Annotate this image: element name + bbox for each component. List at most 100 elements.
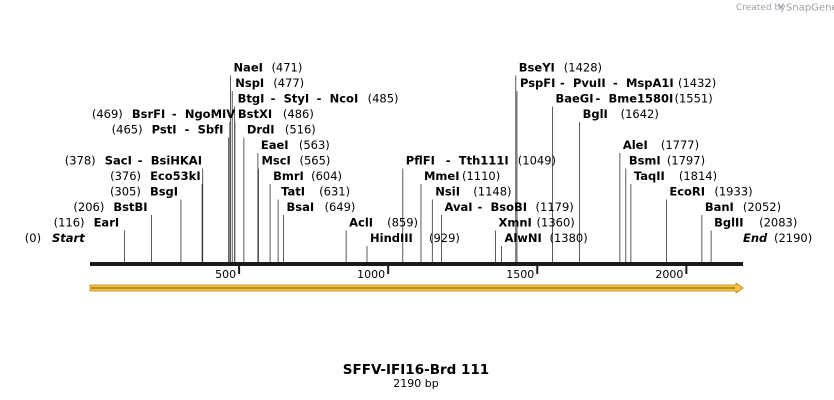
enzyme-name: TatI bbox=[281, 185, 305, 199]
site-position: (477) bbox=[273, 76, 304, 90]
tick-label-2000: 2000 bbox=[655, 268, 683, 281]
site-label-eari[interactable]: (116)EarI bbox=[54, 216, 120, 230]
name-separator: - bbox=[317, 92, 322, 106]
enzyme-name: NgoMIV bbox=[185, 107, 235, 121]
site-label-bani[interactable]: BanI(2052) bbox=[705, 200, 781, 214]
enzyme-name: PflFI bbox=[406, 154, 435, 168]
site-position: (378) bbox=[65, 154, 96, 168]
site-label-eco53ki[interactable]: (376)Eco53kI bbox=[110, 169, 201, 183]
site-position: (1380) bbox=[549, 231, 587, 245]
name-separator: - bbox=[271, 92, 276, 106]
site-label-eaei[interactable]: EaeI(563) bbox=[261, 138, 330, 152]
enzyme-name: NspI bbox=[235, 76, 264, 90]
site-label-bgli[interactable]: BglI(1642) bbox=[583, 107, 659, 121]
backbone bbox=[90, 262, 743, 266]
enzyme-name: BaeGI bbox=[555, 92, 593, 106]
site-position: (376) bbox=[110, 169, 141, 183]
site-label-bstbi[interactable]: (206)BstBI bbox=[73, 200, 147, 214]
enzyme-name: DrdI bbox=[247, 123, 275, 137]
site-label-start[interactable]: (0)Start bbox=[25, 231, 85, 245]
site-label-psti[interactable]: (465)PstI-SbfI bbox=[112, 123, 224, 137]
site-position: (1179) bbox=[536, 200, 574, 214]
site-position: (604) bbox=[311, 169, 342, 183]
site-position: (471) bbox=[271, 61, 302, 75]
site-label-bglii[interactable]: BglII (2083) bbox=[714, 216, 797, 230]
site-position: (2190) bbox=[774, 231, 812, 245]
site-label-ecori[interactable]: EcoRI (1933) bbox=[669, 185, 752, 199]
site-position: (1933) bbox=[714, 185, 752, 199]
site-label-bsmi[interactable]: BsmI(1797) bbox=[629, 154, 705, 168]
enzyme-name: End bbox=[743, 231, 768, 245]
site-label-msci[interactable]: MscI (565) bbox=[261, 154, 330, 168]
map-title: SFFV-IFI16-Brd 111 bbox=[343, 362, 489, 378]
site-position: (649) bbox=[325, 200, 356, 214]
site-position: (1428) bbox=[564, 61, 602, 75]
site-label-alei[interactable]: AleI(1777) bbox=[623, 138, 699, 152]
site-label-saci[interactable]: (378)SacI-BsiHKAI bbox=[65, 154, 202, 168]
site-label-pflfi[interactable]: PflFI-Tth111I(1049) bbox=[406, 154, 556, 168]
site-position: (1148) bbox=[473, 185, 511, 199]
tick-label-1000: 1000 bbox=[357, 268, 385, 281]
site-label-nspi[interactable]: NspI (477) bbox=[235, 76, 304, 90]
tick-label-1500: 1500 bbox=[506, 268, 534, 281]
site-position: (206) bbox=[73, 200, 104, 214]
site-position: (1551) bbox=[674, 92, 712, 106]
site-label-end[interactable]: End (2190) bbox=[743, 231, 812, 245]
enzyme-name: SbfI bbox=[198, 123, 224, 137]
name-separator: - bbox=[560, 76, 565, 90]
enzyme-name: AclI bbox=[349, 216, 373, 230]
site-label-btgi[interactable]: BtgI-StyI-NcoI(485) bbox=[238, 92, 399, 106]
enzyme-name: TaqII bbox=[634, 169, 665, 183]
site-label-bsai[interactable]: BsaI(649) bbox=[287, 200, 356, 214]
site-label-drdi[interactable]: DrdI (516) bbox=[247, 123, 316, 137]
sequence-length: 2190 bp bbox=[393, 377, 438, 390]
site-position: (516) bbox=[285, 123, 316, 137]
site-label-bsgi[interactable]: (305)BsgI bbox=[110, 185, 178, 199]
site-labels: (0)Start(116)EarI (206)BstBI(305)BsgI (376… bbox=[25, 61, 812, 246]
enzyme-name: EaeI bbox=[261, 138, 289, 152]
site-label-acli[interactable]: AclI(859) bbox=[349, 216, 418, 230]
site-position: (1360) bbox=[537, 216, 575, 230]
scale-ticks: 500 1000 1500 2000 bbox=[215, 266, 688, 281]
site-label-mmei[interactable]: MmeI(1110) bbox=[424, 169, 500, 183]
site-position: (486) bbox=[283, 107, 314, 121]
credit-text: Created by bbox=[736, 3, 786, 13]
enzyme-name: PvuII bbox=[573, 76, 606, 90]
site-position: (2083) bbox=[759, 216, 797, 230]
site-label-baegi[interactable]: BaeGI-Bme1580I(1551) bbox=[555, 92, 712, 106]
enzyme-name: NcoI bbox=[330, 92, 359, 106]
site-label-naei[interactable]: NaeI(471) bbox=[233, 61, 302, 75]
site-label-hindiii[interactable]: HindIII(929) bbox=[370, 231, 460, 245]
site-label-avai[interactable]: AvaI-BsoBI (1179) bbox=[445, 200, 574, 214]
enzyme-name: BsrFI bbox=[132, 107, 165, 121]
site-label-bsrfi[interactable]: (469)BsrFI-NgoMIV bbox=[92, 107, 235, 121]
enzyme-name: BmrI bbox=[273, 169, 304, 183]
tick-label-500: 500 bbox=[215, 268, 236, 281]
name-separator: - bbox=[172, 107, 177, 121]
site-label-taqii[interactable]: TaqII(1814) bbox=[634, 169, 717, 183]
enzyme-name: MscI bbox=[261, 154, 290, 168]
snapgene-logo-icon bbox=[777, 3, 785, 10]
site-position: (565) bbox=[299, 154, 330, 168]
enzyme-name: AvaI bbox=[445, 200, 473, 214]
site-label-bstxi[interactable]: BstXI(486) bbox=[238, 107, 314, 121]
site-label-xmni[interactable]: XmnI (1360) bbox=[499, 216, 575, 230]
site-label-tati[interactable]: TatI(631) bbox=[281, 185, 350, 199]
site-label-nsii[interactable]: NsiI(1148) bbox=[435, 185, 511, 199]
site-label-alwni[interactable]: AlwNI(1380) bbox=[504, 231, 587, 245]
site-label-bmri[interactable]: BmrI (604) bbox=[273, 169, 342, 183]
enzyme-name: BglII bbox=[714, 216, 744, 230]
feature-arrow[interactable] bbox=[89, 282, 744, 294]
enzyme-name: SacI bbox=[105, 154, 132, 168]
enzyme-name: EcoRI bbox=[669, 185, 705, 199]
enzyme-name: XmnI bbox=[499, 216, 532, 230]
enzyme-name: MmeI bbox=[424, 169, 460, 183]
name-separator: - bbox=[185, 123, 190, 137]
site-position: (305) bbox=[110, 185, 141, 199]
name-separator: - bbox=[478, 200, 483, 214]
enzyme-name: BsoBI bbox=[491, 200, 528, 214]
enzyme-name: HindIII bbox=[370, 231, 413, 245]
site-position: (1797) bbox=[667, 154, 705, 168]
site-label-pspfi[interactable]: PspFI-PvuII-MspA1I(1432) bbox=[520, 76, 716, 90]
site-label-bseyi[interactable]: BseYI(1428) bbox=[519, 61, 602, 75]
